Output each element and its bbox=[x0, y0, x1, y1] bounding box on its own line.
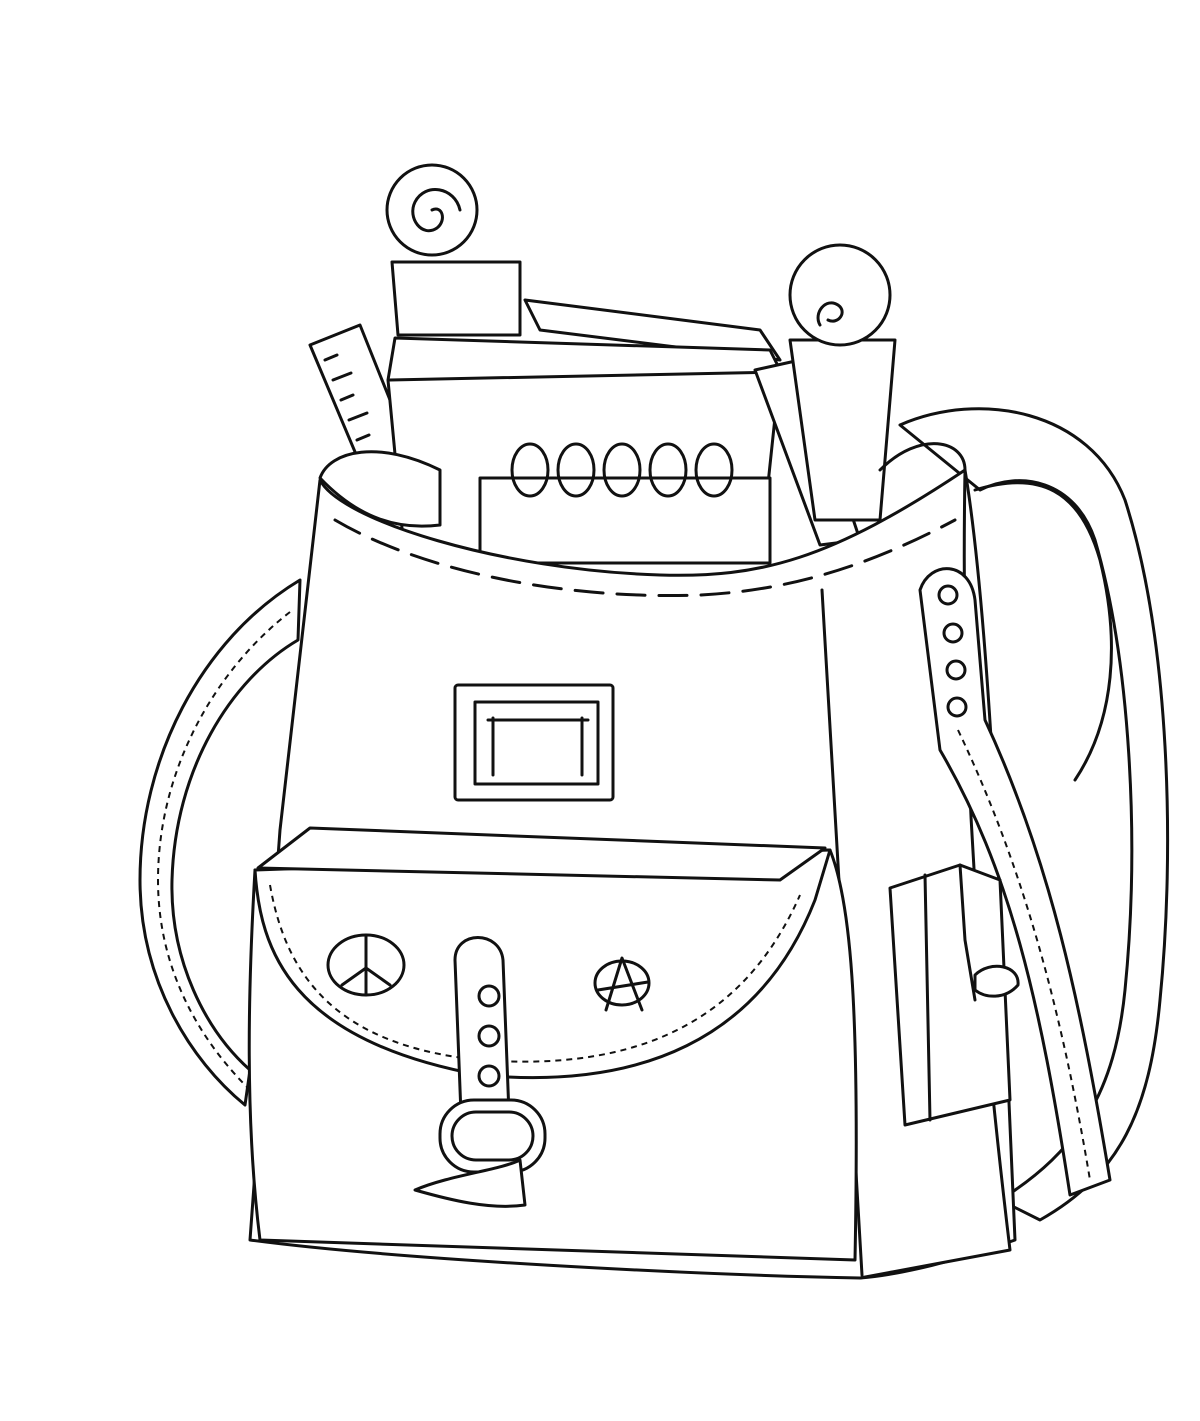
strap-hole bbox=[945, 659, 967, 681]
strap-hole bbox=[937, 584, 959, 606]
strap-hole bbox=[946, 696, 968, 718]
side-pocket bbox=[888, 863, 1020, 1127]
notepad-spirals bbox=[510, 442, 734, 498]
pocket-buckle bbox=[413, 936, 547, 1208]
notepad bbox=[478, 442, 772, 565]
scroll-left bbox=[385, 163, 522, 337]
side-strap bbox=[918, 567, 1112, 1197]
anarchy-sign-icon bbox=[593, 956, 651, 1012]
left-strap bbox=[138, 578, 302, 1107]
scroll-right bbox=[753, 243, 897, 547]
right-strap bbox=[898, 407, 1170, 1222]
peace-sign-icon bbox=[326, 933, 406, 997]
strap-hole bbox=[942, 622, 964, 644]
front-label bbox=[453, 683, 615, 802]
front-pocket bbox=[247, 826, 858, 1262]
